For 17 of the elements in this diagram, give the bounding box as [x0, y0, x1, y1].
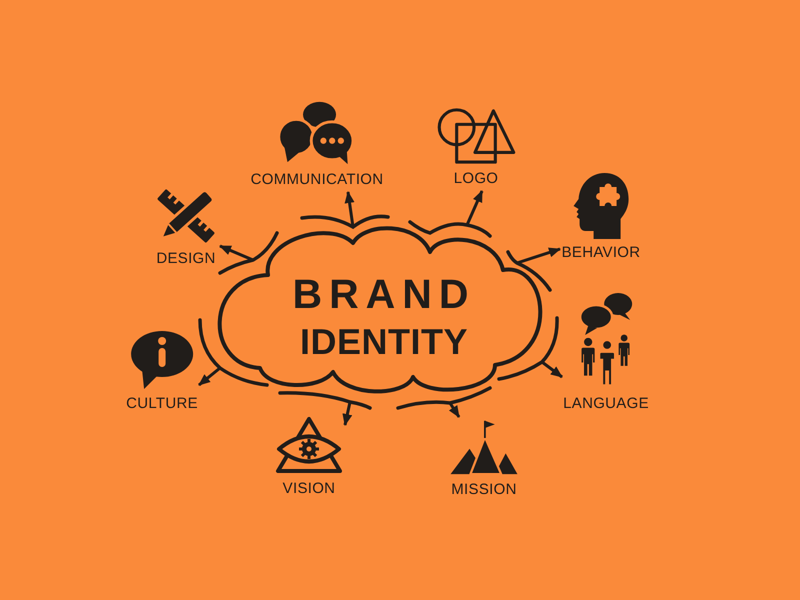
concept-label: COMMUNICATION	[250, 171, 384, 189]
arrow	[219, 244, 254, 262]
cloud-title: BRAND IDENTITY	[291, 271, 477, 364]
arrow	[466, 190, 484, 226]
concept-label: MISSION	[451, 481, 517, 499]
arrow	[198, 366, 221, 386]
arrow	[342, 402, 352, 426]
concept-label: LOGO	[454, 170, 498, 188]
arrow	[516, 248, 561, 264]
arrow	[344, 191, 354, 228]
concept-label: DESIGN	[156, 250, 216, 268]
concept-label: BEHAVIOR	[562, 244, 640, 262]
concept-label: CULTURE	[126, 395, 198, 413]
concept-label: LANGUAGE	[563, 395, 649, 413]
arrow	[448, 402, 460, 418]
arrow	[541, 360, 563, 378]
concept-label: VISION	[282, 480, 336, 498]
